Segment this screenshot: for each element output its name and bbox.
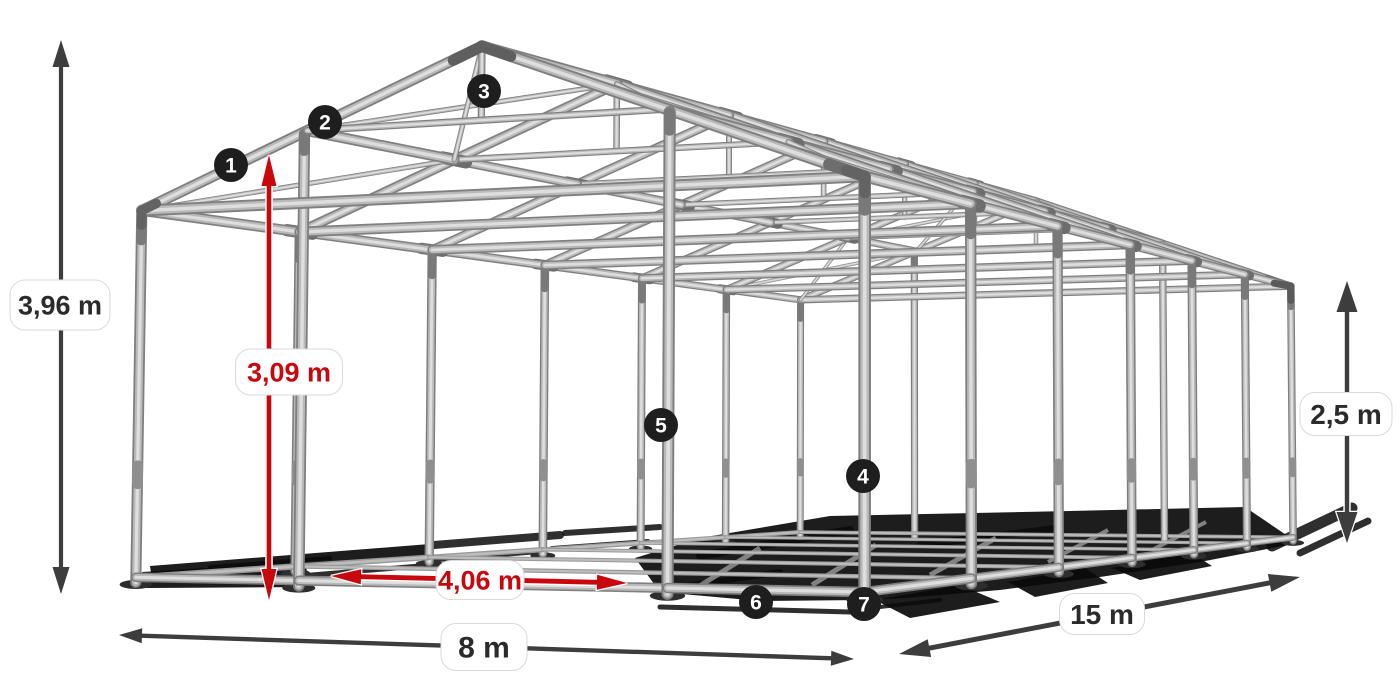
svg-text:3,09 m: 3,09 m — [247, 357, 331, 387]
svg-text:2: 2 — [319, 112, 331, 135]
svg-text:15 m: 15 m — [1070, 599, 1134, 630]
svg-text:7: 7 — [858, 594, 870, 617]
svg-text:3: 3 — [478, 81, 490, 104]
svg-text:1: 1 — [225, 155, 237, 178]
svg-text:2,5 m: 2,5 m — [1310, 399, 1382, 430]
svg-text:8 m: 8 m — [458, 632, 510, 665]
svg-text:4: 4 — [857, 466, 869, 489]
svg-text:6: 6 — [750, 592, 762, 615]
svg-text:3,96 m: 3,96 m — [18, 290, 102, 320]
svg-text:4,06 m: 4,06 m — [438, 566, 522, 596]
svg-text:5: 5 — [655, 415, 667, 438]
